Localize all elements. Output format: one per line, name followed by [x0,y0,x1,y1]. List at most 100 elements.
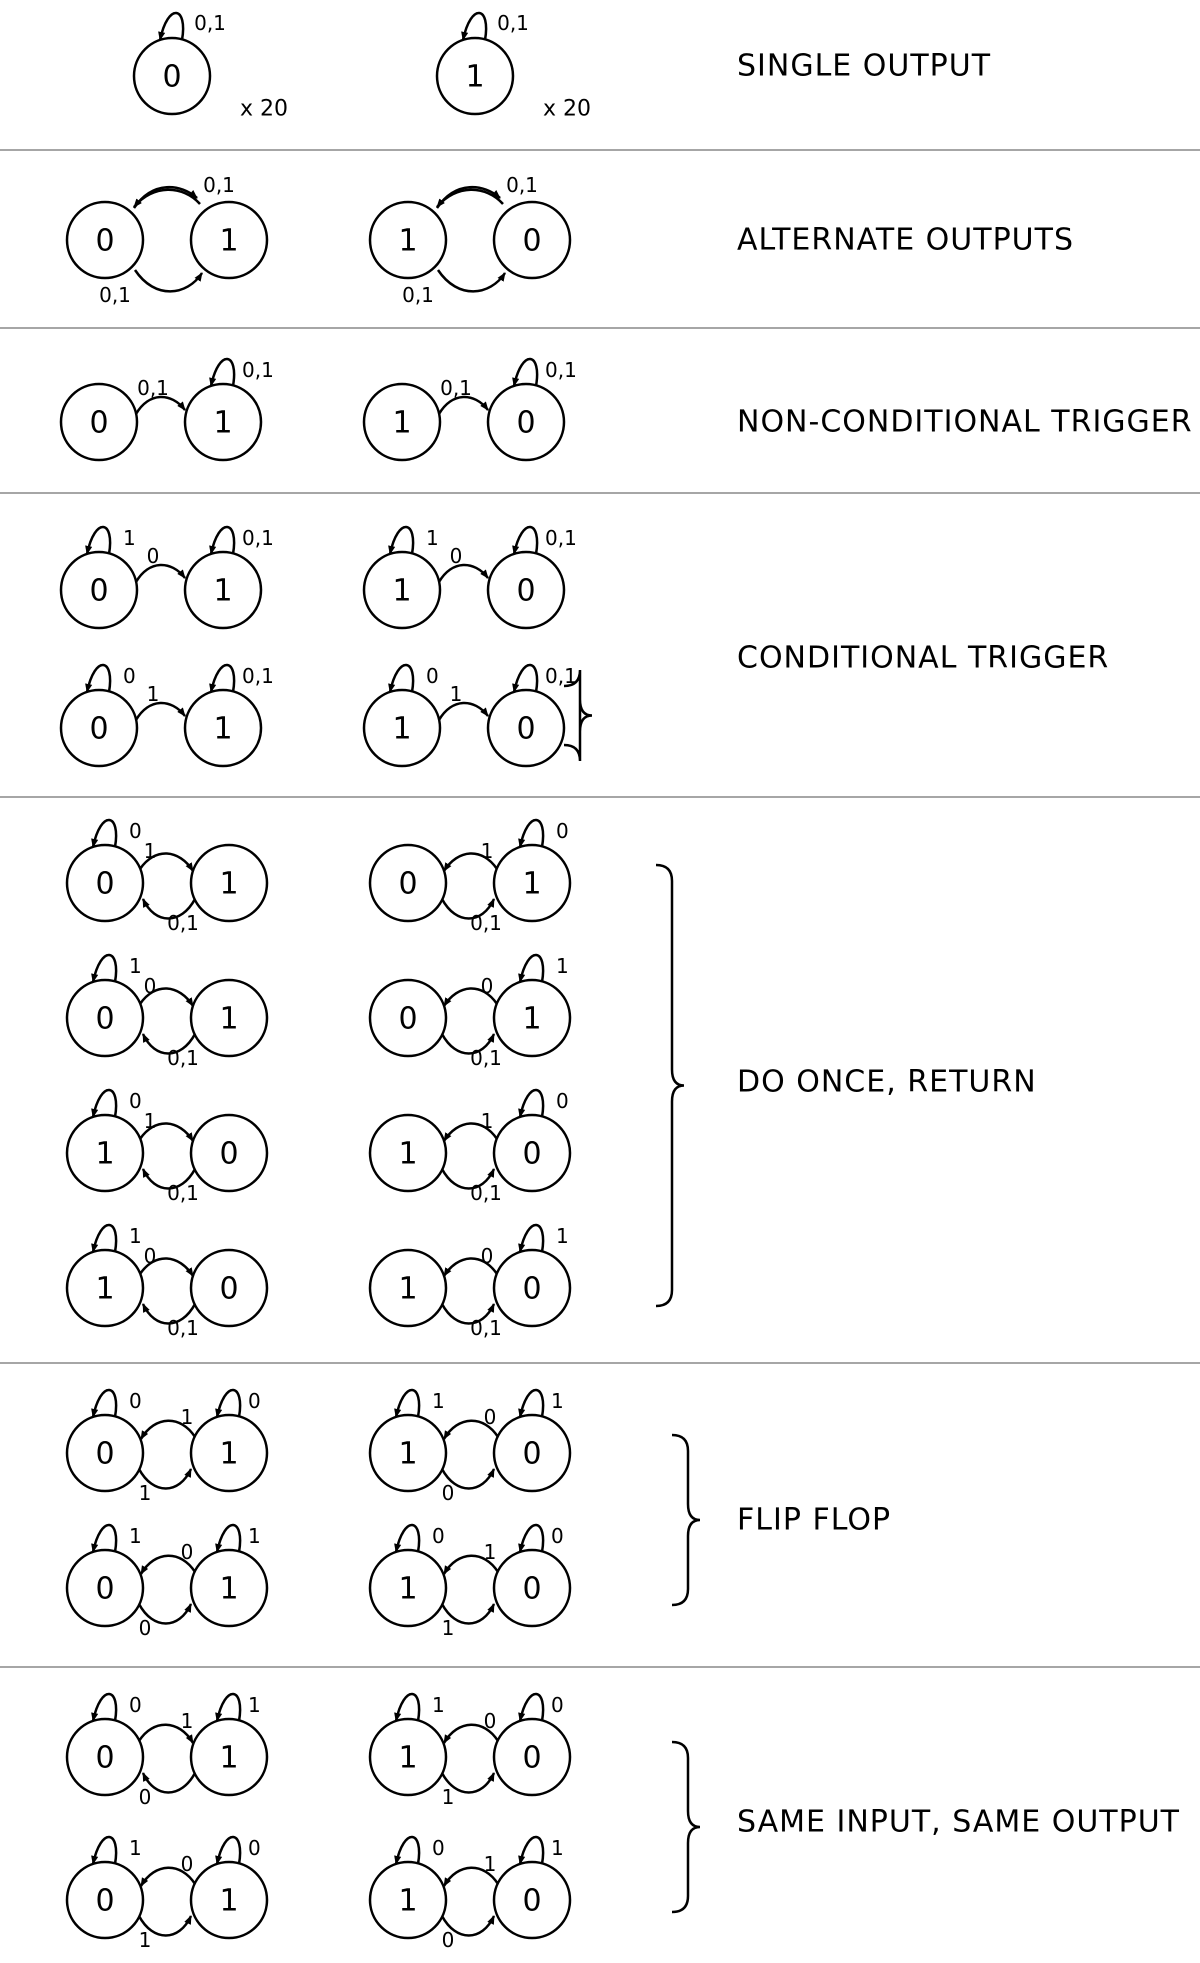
state-b-label: 0 [522,1137,541,1172]
self-loop-arrow [158,11,185,41]
self-loop-a-label: 1 [426,526,439,550]
section-title: NON-CONDITIONAL TRIGGER [737,405,1193,440]
self-loop-a-arrow [85,663,112,693]
state-b-label: 1 [522,867,541,902]
top-arrow-label: 1 [181,1405,194,1429]
bottom-arrow-label: 0 [139,1785,152,1809]
forward-arrow [442,987,499,1007]
top-arrow [139,1866,197,1887]
self-loop-label: 0,1 [497,11,529,35]
state-a-label: 1 [398,224,417,259]
bottom-arrow [440,1915,496,1937]
top-arrow-label: 0 [484,1405,497,1429]
state-a-label: 0 [398,1002,417,1037]
return-arrow [440,898,496,920]
state-a-label: 0 [95,1572,114,1607]
state-a [368,1548,448,1628]
state-b-label: 1 [522,1002,541,1037]
state-b-label: 0 [522,224,541,259]
state-a [65,1248,145,1328]
state-b-label: 0 [522,1272,541,1307]
state-a [132,36,212,116]
state-b [492,1548,572,1628]
state-machine: 10,1x 20 [435,11,591,122]
state-a [59,688,139,768]
top-arrow [442,1866,500,1887]
top-arrow [139,1554,197,1575]
state-a [362,550,442,630]
state-b-label: 0 [219,1137,238,1172]
return-arrow-label: 0,1 [470,1316,502,1340]
forward-arrow-label: 0 [481,1244,494,1268]
state-a [368,200,448,280]
top-arrow [139,1419,197,1440]
state-b [183,382,263,462]
top-arrow [137,1723,195,1744]
bottom-arrow-label: 0 [139,1616,152,1640]
state-b [183,550,263,630]
forward-arrow [442,1257,499,1277]
section-separators [0,149,1200,1668]
self-loop-a-arrow [394,1692,421,1722]
return-arrow-label: 0,1 [167,1046,199,1070]
self-loop-a-arrow [91,1692,118,1722]
state-b-label: 1 [219,1437,238,1472]
state-b-label: 0 [522,1884,541,1919]
state-b [492,1413,572,1493]
transition-label: 0 [450,544,463,568]
state-a-label: 0 [95,1002,114,1037]
self-loop-b-arrow [512,663,539,693]
self-loop-a-label: 0 [432,1524,445,1548]
self-loop-a-arrow [91,1088,118,1118]
return-arrow [141,1033,197,1055]
state-b [492,978,572,1058]
self-loop-arrow [461,11,488,41]
state-a [368,1717,448,1797]
self-loop-label: 0,1 [194,11,226,35]
transition-arrow [134,701,186,721]
self-loop-b-arrow [215,1835,242,1865]
self-loop-b-arrow [518,1388,545,1418]
self-loop-a-label: 0 [129,1389,142,1413]
state-b [189,843,269,923]
self-loop-a-label: 1 [432,1389,445,1413]
top-arrow-label: 0 [181,1540,194,1564]
top-arrow-label: 1 [484,1852,497,1876]
transition-label: 0,1 [137,376,169,400]
self-loop-b-label: 0,1 [545,358,577,382]
forward-arrow-label: 0 [144,1244,157,1268]
transition-arrow [437,563,489,583]
self-loop-b-label: 1 [551,1389,564,1413]
forward-arrow-label: 0 [144,974,157,998]
state-a-label: 1 [392,406,411,441]
state-a-label: 0 [89,574,108,609]
forward-arrow-label: 1 [144,839,157,863]
state-a-label: 1 [398,1572,417,1607]
state-b-label: 0 [516,406,535,441]
return-arrow [141,1168,197,1190]
self-loop-b-arrow [209,663,236,693]
self-loop-a-arrow [394,1523,421,1553]
state-a-label: 1 [398,1437,417,1472]
return-arrow [141,1303,197,1325]
state-a-label: 1 [465,60,484,95]
bottom-arrow [137,1915,193,1937]
state-b-label: 1 [219,1884,238,1919]
state-a [368,978,448,1058]
self-loop-b-label: 0,1 [242,526,274,550]
state-a-label: 1 [398,1741,417,1776]
forward-arrow [442,852,499,872]
state-b [189,1548,269,1628]
top-arrow-label: 0,1 [506,173,538,197]
state-a [65,1113,145,1193]
self-loop-b-arrow [215,1388,242,1418]
